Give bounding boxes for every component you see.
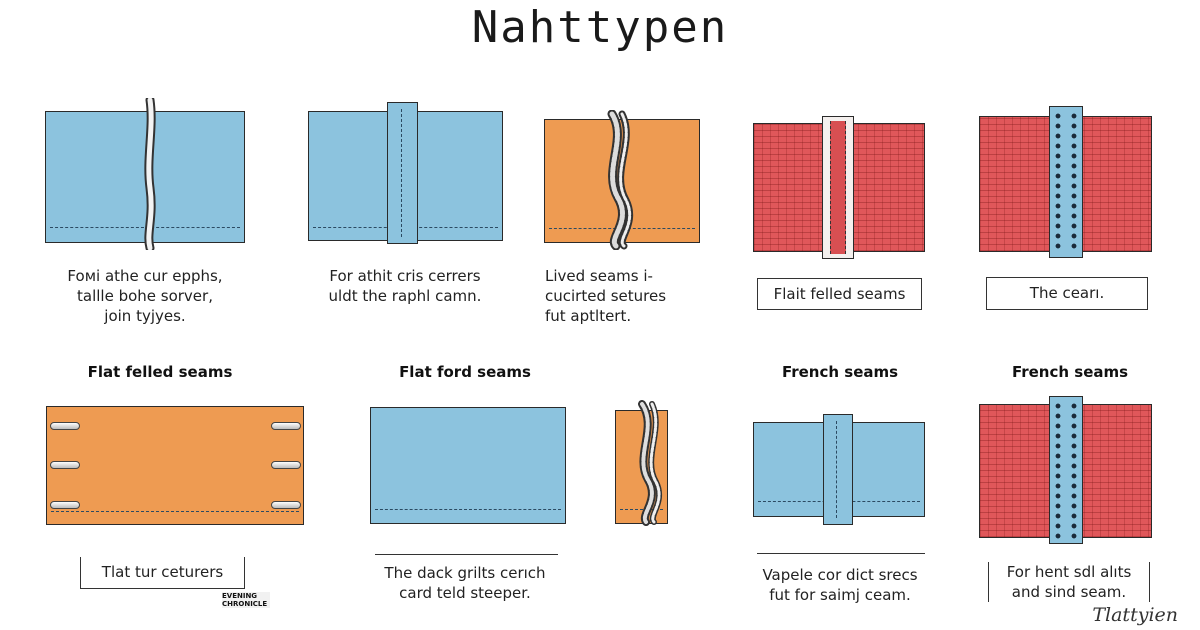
- caption-box-bottom-1: Tlat tur ceturers: [80, 557, 245, 589]
- signature: Tlattyien: [1092, 604, 1178, 626]
- heading-bottom-3: French seams: [781, 363, 899, 381]
- caption-box-top-4: Flait felled seams: [757, 278, 922, 310]
- caption-line: and sind seam.: [1011, 583, 1127, 601]
- heading-bottom-2: Flat ford seams: [399, 363, 531, 381]
- twisted-seam-graphic: [638, 400, 663, 526]
- caption-line: Foмі athe cur epphs,: [67, 267, 223, 285]
- diagram-title: Nahttypen: [471, 2, 729, 53]
- caption-bottom-3: Vapele cor dict srecs fut for saimj ceam…: [745, 565, 935, 605]
- caption-line: join tyjyes.: [104, 307, 186, 325]
- pin-icon: [50, 422, 80, 430]
- logo-line: CHRONICLE: [222, 600, 268, 608]
- seam-strip: [1049, 396, 1083, 544]
- pin-icon: [50, 501, 80, 509]
- newspaper-logo: EVENING CHRONICLE: [222, 592, 270, 608]
- heading-bottom-4: French seams: [1011, 363, 1129, 381]
- caption-line: card teld steeper.: [399, 584, 531, 602]
- caption-line: The dack grilts cerıch: [384, 564, 546, 582]
- caption-box-top-5: The cearı.: [986, 277, 1148, 310]
- caption-line: Lived seams i-: [545, 267, 653, 285]
- caption-line: uldt the raphl camn.: [328, 287, 482, 305]
- caption-line: Vapele cor dict srecs: [762, 566, 918, 584]
- caption-line: fut aptltert.: [545, 307, 632, 325]
- caption-bottom-4: For hent sdl alıts and sind seam.: [988, 562, 1150, 602]
- cord-seam-graphic: [144, 98, 156, 250]
- divider: [757, 553, 925, 554]
- caption-line: For hent sdl alıts: [1006, 563, 1132, 581]
- caption-line: tallle bohe sorver,: [77, 287, 213, 305]
- pin-icon: [50, 461, 80, 469]
- caption-top-3: Lived seams i- cucirted setures fut aptl…: [545, 266, 705, 326]
- caption-line: For athit cris cerrers: [329, 267, 481, 285]
- caption-top-2: For athit cris cerrers uldt the raphl ca…: [300, 266, 510, 306]
- pin-icon: [271, 422, 301, 430]
- fabric-swatch-orange-pinned: [46, 406, 304, 525]
- caption-bottom-2: The dack grilts cerıch card teld steeper…: [360, 563, 570, 603]
- seam-strip: [822, 116, 854, 259]
- caption-top-1: Foмі athe cur epphs, tallle bohe sorver,…: [40, 266, 250, 326]
- twisted-seam-graphic: [607, 110, 634, 250]
- pin-icon: [271, 501, 301, 509]
- fabric-swatch-blue-plain: [370, 407, 566, 524]
- pin-icon: [271, 461, 301, 469]
- seam-strip: [1049, 106, 1083, 258]
- caption-line: fut for saimj ceam.: [769, 586, 911, 604]
- seam-strip: [823, 414, 853, 525]
- divider: [375, 554, 558, 555]
- caption-line: cucirted setures: [545, 287, 667, 305]
- seam-strip: [387, 102, 418, 244]
- heading-bottom-1: Flat felled seams: [87, 363, 233, 381]
- logo-line: EVENING: [222, 592, 258, 600]
